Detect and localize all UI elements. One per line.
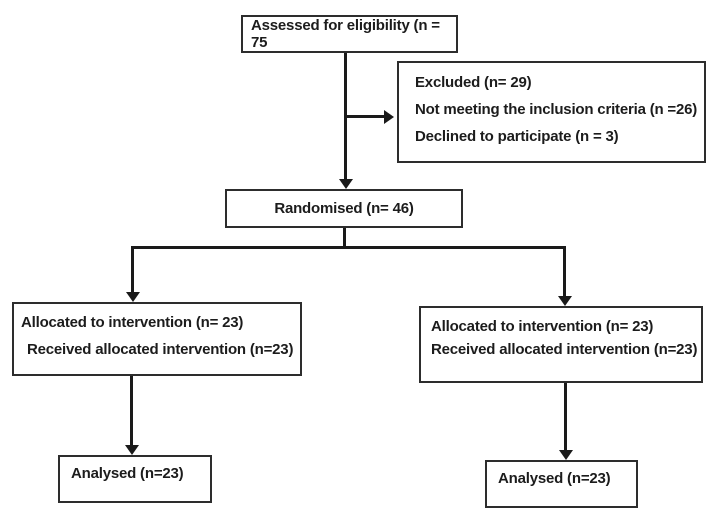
excluded-line-3: Declined to participate (n = 3) [415,128,619,145]
allocated-left-box: Allocated to intervention (n= 23) Receiv… [12,302,302,376]
arrowhead-down-icon [558,296,572,306]
arrowhead-down-icon [339,179,353,189]
connector-split-to-allocated-right [563,246,566,296]
arrowhead-down-icon [125,445,139,455]
allocated-left-line-2: Received allocated intervention (n=23) [27,341,294,358]
excluded-line-2: Not meeting the inclusion criteria (n =2… [415,101,698,118]
randomised-box: Randomised (n= 46) [225,189,463,228]
arrowhead-down-icon [559,450,573,460]
excluded-box: Excluded (n= 29) Not meeting the inclusi… [397,61,706,163]
analysed-right-label: Analysed (n=23) [498,470,611,487]
connector-to-excluded [344,115,384,118]
allocated-right-line-1: Allocated to intervention (n= 23) [431,318,654,335]
allocated-left-line-1: Allocated to intervention (n= 23) [21,314,244,331]
allocated-right-line-2: Received allocated intervention (n=23) [431,341,698,358]
analysed-right-box: Analysed (n=23) [485,460,638,508]
arrowhead-down-icon [126,292,140,302]
analysed-left-box: Analysed (n=23) [58,455,212,503]
connector-allocated-to-analysed-right [564,383,567,450]
assessed-label: Assessed for eligibility (n = 75 [251,17,440,51]
connector-split-to-allocated-left [131,246,134,292]
arrowhead-right-icon [384,110,394,124]
analysed-left-label: Analysed (n=23) [71,465,184,482]
randomised-label: Randomised (n= 46) [274,200,414,217]
connector-allocated-to-analysed-left [130,376,133,445]
excluded-line-1: Excluded (n= 29) [415,74,532,91]
assessed-box: Assessed for eligibility (n = 75 [241,15,458,53]
connector-randomised-stub [343,228,346,248]
connector-split-bar [131,246,565,249]
allocated-right-box: Allocated to intervention (n= 23) Receiv… [419,306,703,383]
